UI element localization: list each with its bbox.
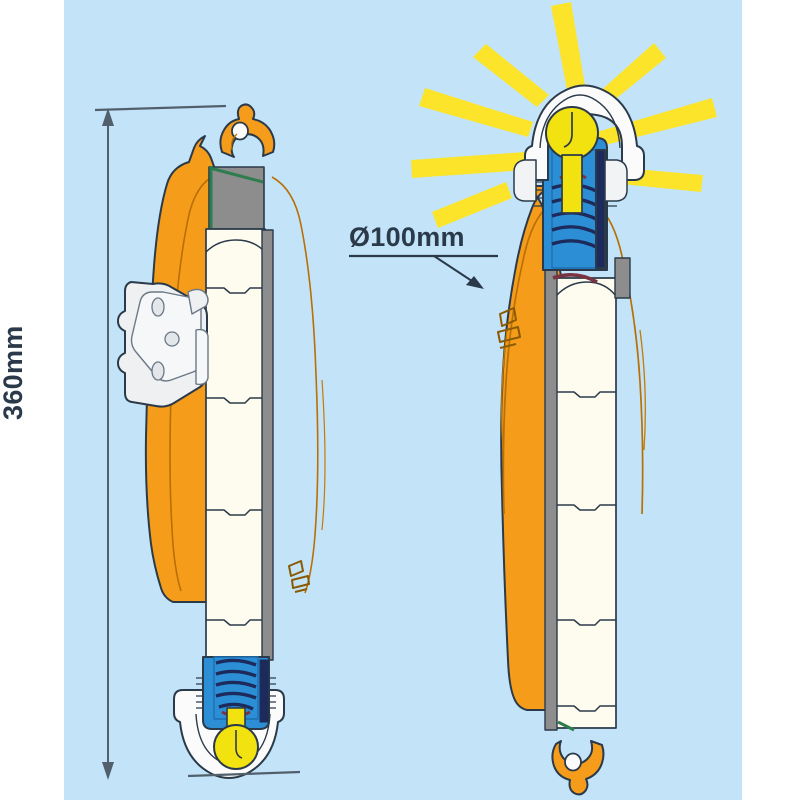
brand-emboss [497, 307, 521, 349]
bracket-mount-strap [195, 328, 209, 386]
hook-eye [564, 752, 582, 772]
left-lamp-unit [117, 103, 326, 779]
light-ray [432, 182, 512, 228]
bracket-pivot [164, 331, 180, 347]
extension-line-bottom [187, 770, 301, 778]
contact-rail [544, 267, 558, 731]
contact-spring [215, 658, 257, 711]
arrow-head [466, 276, 484, 289]
brand-emboss [288, 560, 310, 593]
dimension-diameter [349, 254, 498, 289]
bracket-hole [151, 297, 165, 317]
diameter-label: Ø100mm [349, 222, 465, 252]
lens-side-tab [513, 159, 537, 202]
bracket-tab [187, 288, 209, 315]
light-ray [419, 88, 533, 137]
lens-inner-line [539, 94, 621, 149]
light-ray [411, 152, 526, 178]
hook-detail [230, 133, 238, 151]
bulb-filament [563, 112, 573, 148]
body-contour [597, 205, 644, 515]
lens-side-tab [604, 159, 628, 202]
right-lamp-unit [497, 84, 646, 796]
length-label: 360mm [0, 325, 28, 420]
bulb-base [561, 154, 583, 214]
threaded-collar [196, 677, 276, 709]
dimension-length [94, 104, 301, 780]
arrow-head-down [102, 762, 114, 780]
battery-divider [206, 287, 265, 626]
bulb-filament [235, 730, 243, 759]
bracket-hole [151, 361, 165, 381]
extension-line-top [94, 104, 227, 112]
battery-divider [556, 391, 616, 712]
body-contour [321, 379, 326, 531]
cap-seal [557, 720, 575, 732]
light-ray [551, 2, 586, 95]
mech-side-contact [259, 659, 269, 723]
light-rays [411, 2, 717, 228]
arrow-head-up [102, 108, 114, 126]
cap-seal [209, 166, 264, 184]
battery-stack [555, 277, 617, 729]
battery-terminal-dome [205, 239, 266, 253]
body-contour [639, 329, 646, 451]
body-contour [501, 329, 508, 451]
mech-side-contact [595, 149, 606, 269]
contact-rail [261, 229, 274, 661]
battery-terminal-dome [555, 281, 617, 297]
light-ray [473, 44, 549, 107]
end-cap-chamber [614, 257, 631, 299]
battery-stack [205, 228, 266, 658]
body-contour [271, 176, 319, 594]
